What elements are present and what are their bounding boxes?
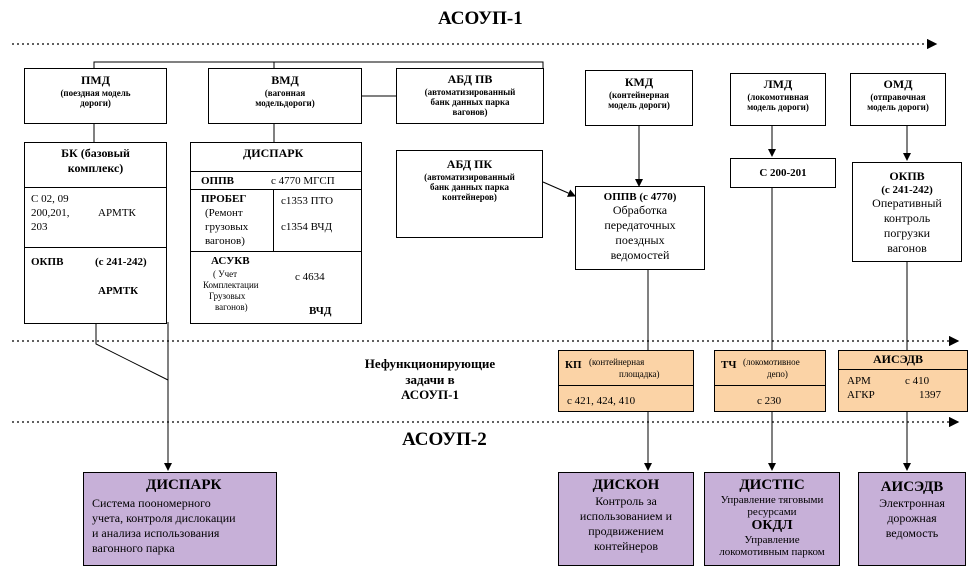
top-connector	[93, 61, 544, 68]
tch-box: ТЧ (локомотивное депо) с 230	[714, 350, 826, 412]
vmd-box: ВМД (вагонная модельдороги)	[208, 68, 362, 124]
abd-pk-box: АБД ПК (автоматизированный банк данных п…	[396, 150, 543, 238]
asoup1-title: АСОУП-1	[438, 8, 523, 29]
bk-box: БК (базовый комплекс) С 02, 09 200,201, …	[24, 142, 167, 324]
kmd-box: КМД (контейнерная модель дороги)	[585, 70, 693, 126]
aisedv-bottom-box: АИСЭДВ Электронная дорожная ведомость	[858, 472, 966, 566]
dispark-bottom-box: ДИСПАРК Система поономерного учета, конт…	[83, 472, 277, 566]
c200-box: С 200-201	[730, 158, 836, 188]
nonfunc-label: Нефункционирующие задачи в АСОУП-1	[364, 356, 496, 403]
dispark-top-box: ДИСПАРК ОППВ с 4770 МГСП ПРОБЕГ (Ремонт …	[190, 142, 362, 324]
lmd-box: ЛМД (локомотивная модель дороги)	[730, 73, 826, 126]
okpv-box: ОКПВ (с 241-242) Оперативный контроль по…	[852, 162, 962, 262]
asoup2-title: АСОУП-2	[402, 429, 487, 450]
diskon-box: ДИСКОН Контроль за использованием и прод…	[558, 472, 694, 566]
pmd-box: ПМД (поездная модель дороги)	[24, 68, 167, 124]
abd-pv-box: АБД ПВ (автоматизированный банк данных п…	[396, 68, 544, 124]
omd-box: ОМД (отправочная модель дороги)	[850, 73, 946, 126]
oppv-box: ОППВ (с 4770) Обработка передаточных пое…	[575, 186, 705, 270]
kp-box: КП (контейнерная площадка) с 421, 424, 4…	[558, 350, 694, 412]
aisedv-top-box: АИСЭДВ АРМ АГКР с 410 1397	[838, 350, 968, 412]
distps-box: ДИСТПС Управление тяговыми ресурсами ОКД…	[704, 472, 840, 566]
